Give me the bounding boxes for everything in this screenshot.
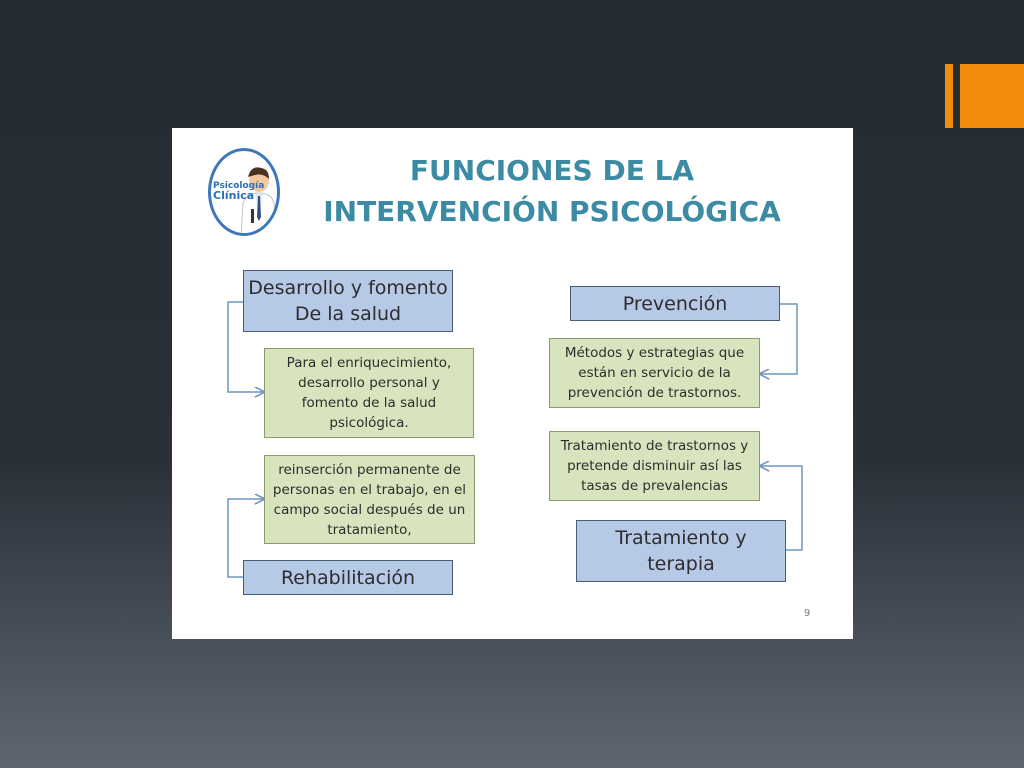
- prevencion-desc-line: Métodos y estrategias que: [564, 345, 745, 361]
- connector-prevencion: [760, 303, 798, 374]
- prevencion-box: Prevención: [570, 286, 780, 321]
- connector-rehabilitacion: [227, 499, 264, 578]
- desarrollo-desc-line: psicológica.: [329, 415, 409, 431]
- prevencion-description-box: Métodos y estrategias que están en servi…: [549, 338, 760, 408]
- tratamiento-desc-line: pretende disminuir así las: [567, 458, 742, 474]
- desarrollo-line1: Desarrollo y fomento: [248, 277, 448, 299]
- tratamiento-line2: terapia: [647, 553, 715, 575]
- rehabilitacion-desc-line: campo social después de un: [273, 501, 466, 518]
- logo-line2: Clínica: [213, 189, 255, 202]
- desarrollo-desc-line: fomento de la salud: [301, 395, 437, 411]
- desarrollo-description-box: Para el enriquecimiento, desarrollo pers…: [264, 348, 474, 438]
- rehabilitacion-desc-line: personas en el trabajo, en el: [272, 481, 467, 498]
- desarrollo-line2: De la salud: [294, 303, 402, 325]
- tratamiento-line1: Tratamiento y: [615, 527, 747, 549]
- desarrollo-desc-line: desarrollo personal y: [298, 375, 440, 391]
- rehabilitacion-desc-line: reinserción permanente de: [278, 461, 461, 478]
- page-number: 9: [804, 608, 811, 619]
- tratamiento-box: Tratamiento y terapia: [576, 520, 786, 582]
- tratamiento-description-box: Tratamiento de trastornos y pretende dis…: [549, 431, 760, 501]
- slide-image: Psicología Clínica FUNCIONES DE LA INTER…: [172, 128, 853, 639]
- accent-bar-thin: [945, 64, 953, 128]
- prevencion-label: Prevención: [622, 292, 728, 315]
- logo-line1: Psicología: [213, 181, 265, 191]
- rehabilitacion-desc-line: tratamiento,: [327, 521, 412, 538]
- psicologia-clinica-logo: Psicología Clínica: [208, 148, 280, 236]
- connector-lines: [227, 301, 803, 578]
- prevencion-desc-line: prevención de trastornos.: [567, 385, 742, 401]
- slide-title: FUNCIONES DE LA INTERVENCIÓN PSICOLÓGICA: [292, 150, 812, 232]
- tratamiento-desc-line: Tratamiento de trastornos y: [560, 438, 749, 454]
- rehabilitacion-label: Rehabilitación: [280, 566, 416, 589]
- tratamiento-desc-line: tasas de prevalencias: [581, 478, 728, 494]
- logo-text: Psicología Clínica: [213, 181, 264, 202]
- title-line1: FUNCIONES DE LA: [409, 154, 695, 187]
- connector-desarrollo: [227, 301, 264, 392]
- rehabilitacion-box: Rehabilitación: [243, 560, 453, 595]
- desarrollo-desc-line: Para el enriquecimiento,: [286, 355, 452, 371]
- doctor-figure-icon: [240, 167, 277, 233]
- prevencion-desc-line: están en servicio de la: [578, 365, 731, 381]
- desarrollo-box: Desarrollo y fomento De la salud: [243, 270, 453, 332]
- title-line2: INTERVENCIÓN PSICOLÓGICA: [323, 195, 781, 228]
- rehabilitacion-description-box: reinserción permanente de personas en el…: [264, 455, 475, 544]
- accent-bar-thick: [960, 64, 1024, 128]
- connector-tratamiento: [760, 466, 803, 551]
